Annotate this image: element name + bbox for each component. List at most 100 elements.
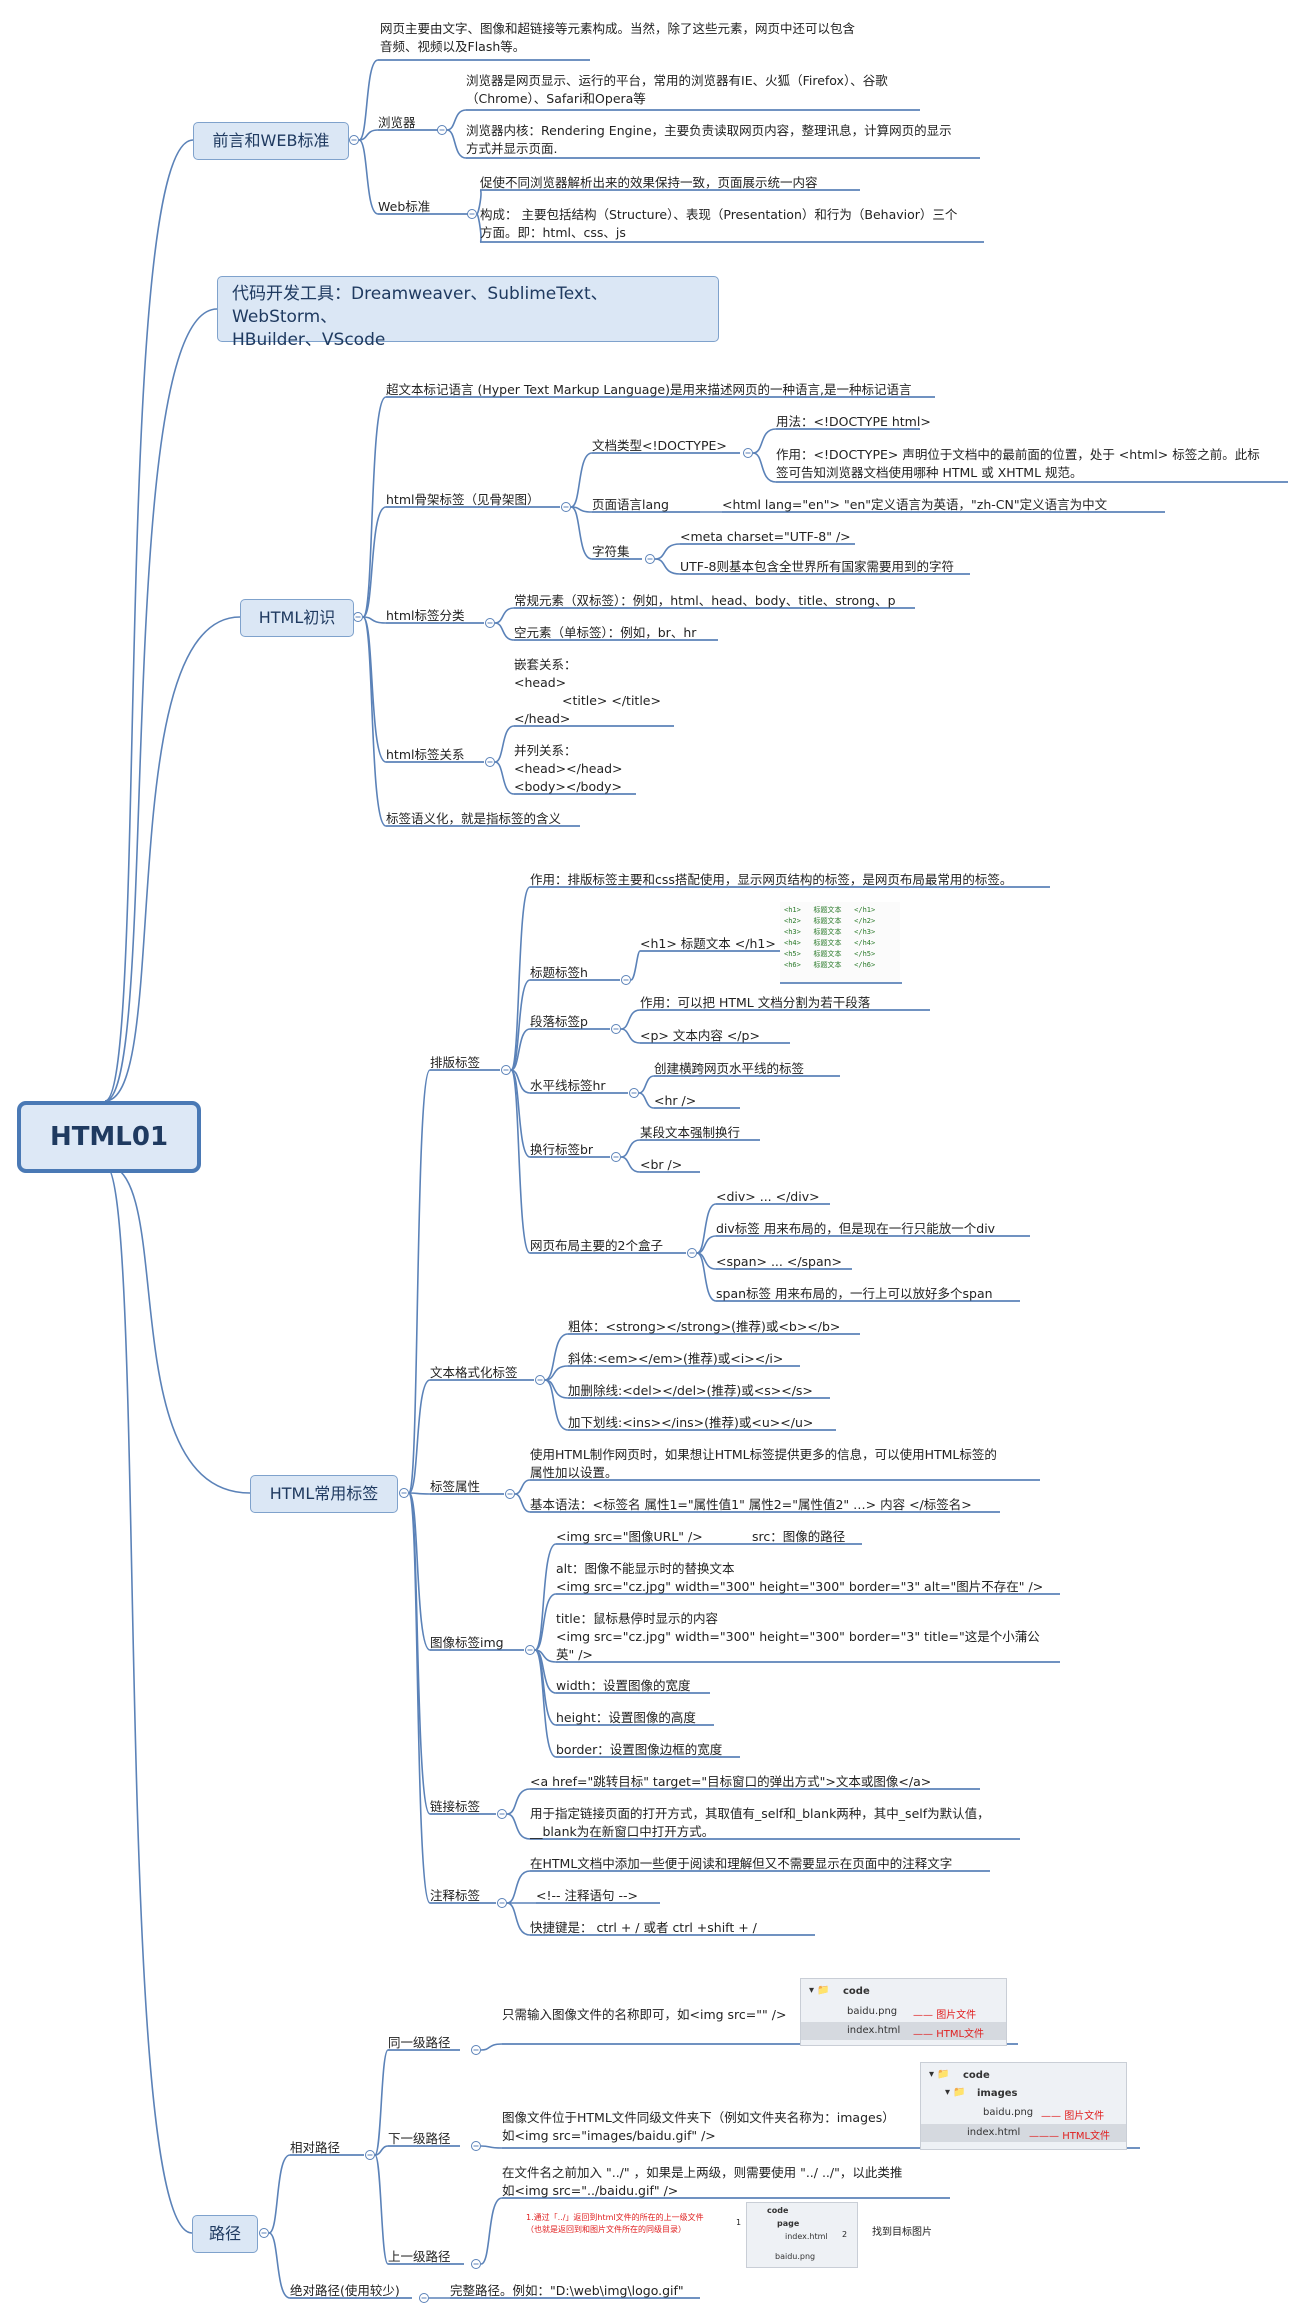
browser-desc-2: （Chrome）、Safari和Opera等 (466, 91, 646, 106)
shot2-subfolder: images (977, 2088, 1018, 2099)
classify-single: 空元素（单标签）：例如，br、hr (514, 625, 697, 640)
span-syntax: <span> ... </span> (716, 1254, 843, 1269)
up-step-1: 1 (736, 2218, 742, 2227)
h-syntax: <h1> 标题文本 </h1> (640, 936, 776, 951)
node-comment[interactable]: 注释标签 (430, 1888, 481, 1903)
root-node[interactable]: HTML01 (17, 1101, 201, 1173)
connector (654, 558, 681, 575)
img-src: src：图像的路径 (752, 1529, 846, 1544)
sibling-2: <body></body> (514, 779, 622, 794)
intro-desc-2: 音频、视频以及Flash等。 (380, 39, 526, 54)
node-path[interactable]: 路径 (192, 2215, 258, 2253)
node-absolute[interactable]: 绝对路径(使用较少) (290, 2283, 400, 2298)
connector (480, 2145, 503, 2149)
web-desc-2a: 构成： 主要包括结构（Structure）、表现（Presentation）和行… (480, 207, 958, 222)
web-desc-2b: 方面。即：html、css、js (480, 225, 626, 240)
connector (104, 616, 241, 1102)
connector (446, 129, 467, 159)
node-relation[interactable]: html标签关系 (386, 747, 465, 762)
shot1-label-1: —— 图片文件 (913, 2010, 977, 2021)
connector (506, 1870, 531, 1904)
folder-screenshot-down: ▾ 📁 code ▾ 📁 images baidu.png —— 图片文件 in… (920, 2062, 1127, 2150)
connector (514, 1493, 531, 1513)
connector (570, 452, 593, 508)
h-sample-row: <h4> 标题文本 </h4> (784, 939, 876, 947)
node-common-tags[interactable]: HTML常用标签 (250, 1475, 398, 1513)
connector (696, 1203, 717, 1254)
tools-line-1: 代码开发工具：Dreamweaver、SublimeText、WebStorm、 (232, 284, 608, 327)
browser-kernel-1: 浏览器内核：Rendering Engine，主要负责读取网页内容，整理讯息，计… (466, 123, 952, 138)
shot2-label-1-text: 图片文件 (1064, 2111, 1105, 2122)
node-up-level[interactable]: 上一级路径 (388, 2249, 451, 2264)
fmt-under: 加下划线:<ins></ins>(推荐)或<u></u> (568, 1415, 814, 1430)
node-html-intro[interactable]: HTML初识 (240, 599, 354, 637)
classify-double: 常规元素（双标签）：例如，html、head、body、title、strong… (514, 593, 896, 608)
node-intro[interactable]: 前言和WEB标准 (193, 122, 349, 160)
up-target: 找到目标图片 (872, 2227, 932, 2238)
node-browser[interactable]: 浏览器 (378, 115, 416, 130)
nest-2: <title> </title> (562, 693, 661, 708)
node-skeleton[interactable]: html骨架标签（见骨架图） (386, 492, 540, 507)
connector (268, 2232, 291, 2299)
same-desc: 只需输入图像文件的名称即可，如<img src="" /> (502, 2007, 787, 2022)
connector (494, 622, 515, 641)
h-sample-row: <h3> 标题文本 </h3> (784, 928, 876, 936)
shot2-label-2: ——— HTML文件 (1029, 2131, 1111, 2142)
connector (408, 1492, 431, 1495)
node-down-level[interactable]: 下一级路径 (388, 2131, 451, 2146)
node-layout[interactable]: 排版标签 (430, 1055, 481, 1070)
tools-line-2: HBuilder、VScode (232, 330, 386, 350)
connector (752, 428, 777, 454)
shot1-label-2: —— HTML文件 (913, 2029, 985, 2040)
h-sample-row: <h6> 标题文本 </h6> (784, 961, 876, 969)
p-syntax: <p> 文本内容 </p> (640, 1028, 760, 1043)
node-same-level[interactable]: 同一级路径 (388, 2035, 451, 2050)
node-h[interactable]: 标题标签h (530, 965, 588, 980)
connector (362, 616, 387, 827)
node-doctype[interactable]: 文档类型<!DOCTYPE> (592, 438, 727, 453)
p-effect: 作用：可以把 HTML 文档分割为若干段落 (640, 995, 871, 1010)
node-attr[interactable]: 标签属性 (430, 1479, 481, 1494)
intro-desc-1: 网页主要由文字、图像和超链接等元素构成。当然，除了这些元素，网页中还可以包含 (380, 21, 856, 36)
connector (408, 1379, 431, 1494)
connector (374, 2154, 389, 2265)
up-note-2: （也就是返回到和图片文件所在的同级目录） (526, 2225, 686, 2234)
node-text-format[interactable]: 文本格式化标签 (430, 1365, 518, 1380)
node-relative[interactable]: 相对路径 (290, 2140, 341, 2155)
connector (620, 1009, 641, 1030)
up-desc-1: 在文件名之前加入 "../" ，如果是上两级，则需要使用 "../ ../"，以… (502, 2165, 903, 2180)
connector (620, 1156, 641, 1173)
connector (638, 1092, 655, 1109)
node-br[interactable]: 换行标签br (530, 1142, 594, 1157)
connector (510, 886, 531, 1071)
connector (534, 1593, 557, 1651)
connector (446, 109, 467, 131)
connector (696, 1252, 717, 1302)
node-charset[interactable]: 字符集 (592, 544, 630, 559)
node-p[interactable]: 段落标签p (530, 1014, 588, 1029)
connector (510, 979, 531, 1071)
node-lang[interactable]: 页面语言lang (592, 497, 669, 512)
connector (408, 1069, 431, 1494)
sibling-0: 并列关系： (514, 743, 577, 758)
connector (480, 2043, 503, 2051)
connector (494, 761, 515, 795)
down-desc-2: 如<img src="images/baidu.gif" /> (502, 2128, 716, 2143)
up-file-2: baidu.png (775, 2252, 816, 2261)
node-boxes[interactable]: 网页布局主要的2个盒子 (530, 1238, 663, 1253)
up-file-1: index.html (785, 2232, 828, 2241)
node-classify[interactable]: html标签分类 (386, 608, 465, 623)
node-link[interactable]: 链接标签 (430, 1799, 481, 1814)
shot2-folder: code (963, 2070, 990, 2081)
node-hr[interactable]: 水平线标签hr (530, 1078, 606, 1093)
div-desc: div标签 用来布局的，但是现在一行只能放一个div (716, 1221, 996, 1236)
connector (514, 1479, 531, 1495)
node-web-standard[interactable]: Web标准 (378, 199, 431, 214)
connector (752, 452, 777, 483)
connector (374, 2145, 389, 2156)
connector (494, 725, 515, 763)
node-tools[interactable]: 代码开发工具：Dreamweaver、SublimeText、WebStorm、… (217, 276, 719, 350)
node-img[interactable]: 图像标签img (430, 1635, 504, 1650)
up-step-2: 2 (842, 2230, 848, 2239)
